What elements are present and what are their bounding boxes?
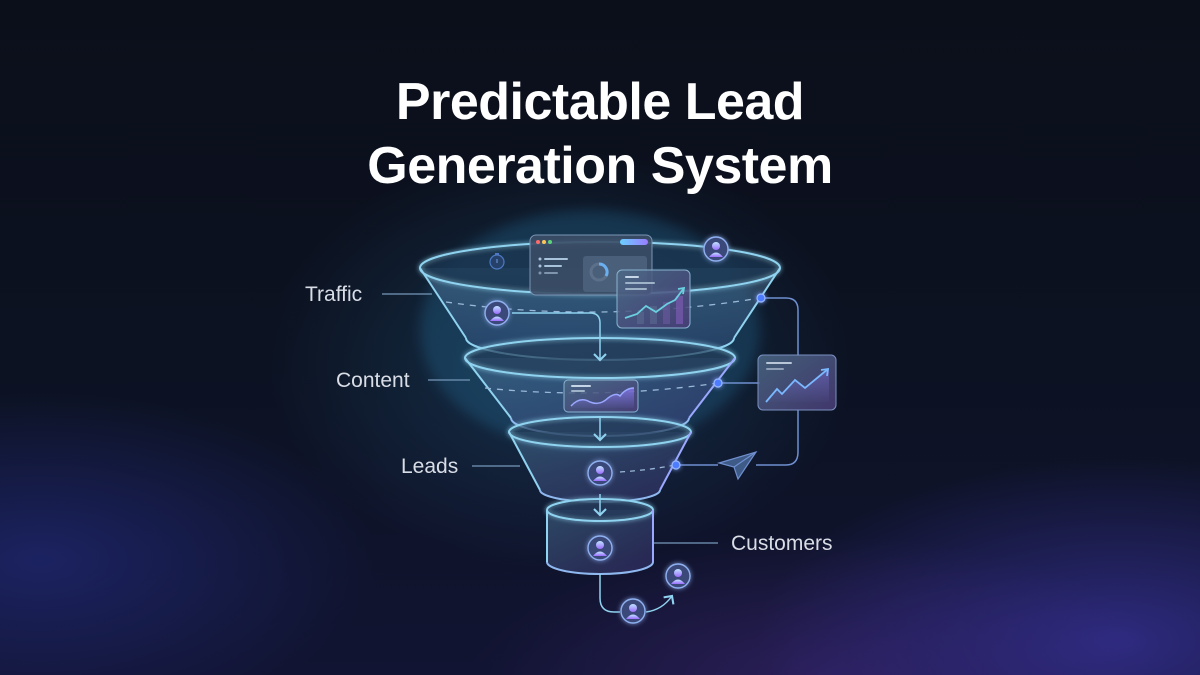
exit-path [599,574,620,613]
user-avatar-icon [703,236,729,262]
paper-plane-icon [716,450,758,481]
stage-label-leads: Leads [401,455,459,478]
curved-arrow-icon [645,594,675,613]
growth-chart-icon [757,354,837,411]
stopwatch-icon [489,253,505,270]
connector-nodes [671,293,766,470]
trend-chart-card [563,379,639,413]
flow-arrows [512,312,675,613]
label-connectors [382,293,718,544]
feedback-loop [676,297,799,466]
user-avatar-icon [665,563,691,589]
growth-chart-icon [616,269,691,329]
stage-label-content: Content [336,369,410,392]
down-arrow-icon [512,312,607,362]
user-avatar-icon [587,460,613,486]
user-avatar-icon [587,535,613,561]
user-avatar-icon [620,598,646,624]
user-avatar-icon [484,300,510,326]
page-title: Predictable Lead Generation System [0,70,1200,198]
title-line-1: Predictable Lead [395,73,805,131]
stage-label-traffic: Traffic [305,283,363,306]
stage-label-customers: Customers [731,532,833,555]
title-line-2: Generation System [367,137,833,195]
